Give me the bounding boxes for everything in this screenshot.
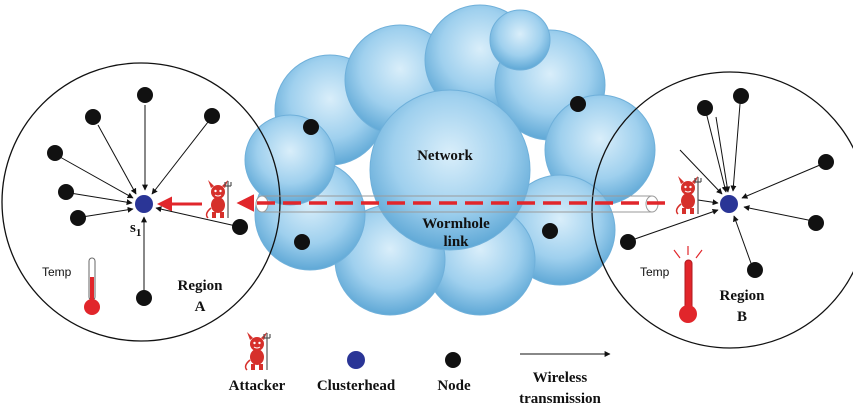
wormhole-label: Wormhole — [422, 216, 490, 232]
clusterhead-s1 — [135, 195, 153, 213]
network-label: Network — [417, 148, 473, 164]
clusterhead-b — [720, 195, 738, 213]
temp-b-label: Temp — [640, 265, 670, 279]
legend-transmission-label: transmission — [519, 391, 601, 407]
node — [620, 234, 636, 250]
region-b-label: Region — [720, 288, 766, 304]
legend-attacker-label: Attacker — [229, 378, 286, 394]
node — [204, 108, 220, 124]
region-a-label: Region — [178, 278, 224, 294]
node — [808, 215, 824, 231]
region-b-circle — [591, 71, 853, 349]
thermometer-b-icon — [673, 246, 703, 323]
region-a-letter: A — [195, 299, 206, 315]
legend-node-label: Node — [437, 378, 471, 394]
node — [136, 290, 152, 306]
node — [70, 210, 86, 226]
node — [542, 223, 558, 239]
wormhole-tube — [255, 195, 659, 213]
legend-attacker-icon — [244, 331, 271, 371]
temp-a-label: Temp — [42, 265, 72, 279]
region-b-transmissions — [631, 103, 821, 267]
node — [232, 219, 248, 235]
legend-clusterhead-icon — [347, 351, 365, 369]
node — [747, 262, 763, 278]
node — [697, 100, 713, 116]
node — [85, 109, 101, 125]
node — [570, 96, 586, 112]
wormhole-label-link: link — [443, 234, 469, 250]
region-a-circle — [1, 62, 281, 342]
node — [58, 184, 74, 200]
network-nodes — [294, 96, 586, 250]
node — [294, 234, 310, 250]
legend-clusterhead-label: Clusterhead — [317, 378, 396, 394]
legend: Attacker Clusterhead Node Wireless trans… — [229, 331, 611, 407]
node — [303, 119, 319, 135]
node — [137, 87, 153, 103]
legend-node-icon — [445, 352, 461, 368]
region-a-nodes — [47, 87, 248, 306]
attacker-a-icon — [205, 179, 232, 219]
s1-label: s1 — [130, 220, 141, 239]
node — [47, 145, 63, 161]
node — [733, 88, 749, 104]
network-cloud — [244, 4, 656, 316]
attacker-b-icon — [675, 175, 702, 215]
region-a-transmissions — [59, 105, 237, 293]
node — [818, 154, 834, 170]
region-b-letter: B — [737, 309, 747, 325]
region-b-nodes — [620, 88, 834, 278]
legend-wireless-label: Wireless — [533, 370, 588, 386]
thermometer-a-icon — [84, 257, 100, 315]
